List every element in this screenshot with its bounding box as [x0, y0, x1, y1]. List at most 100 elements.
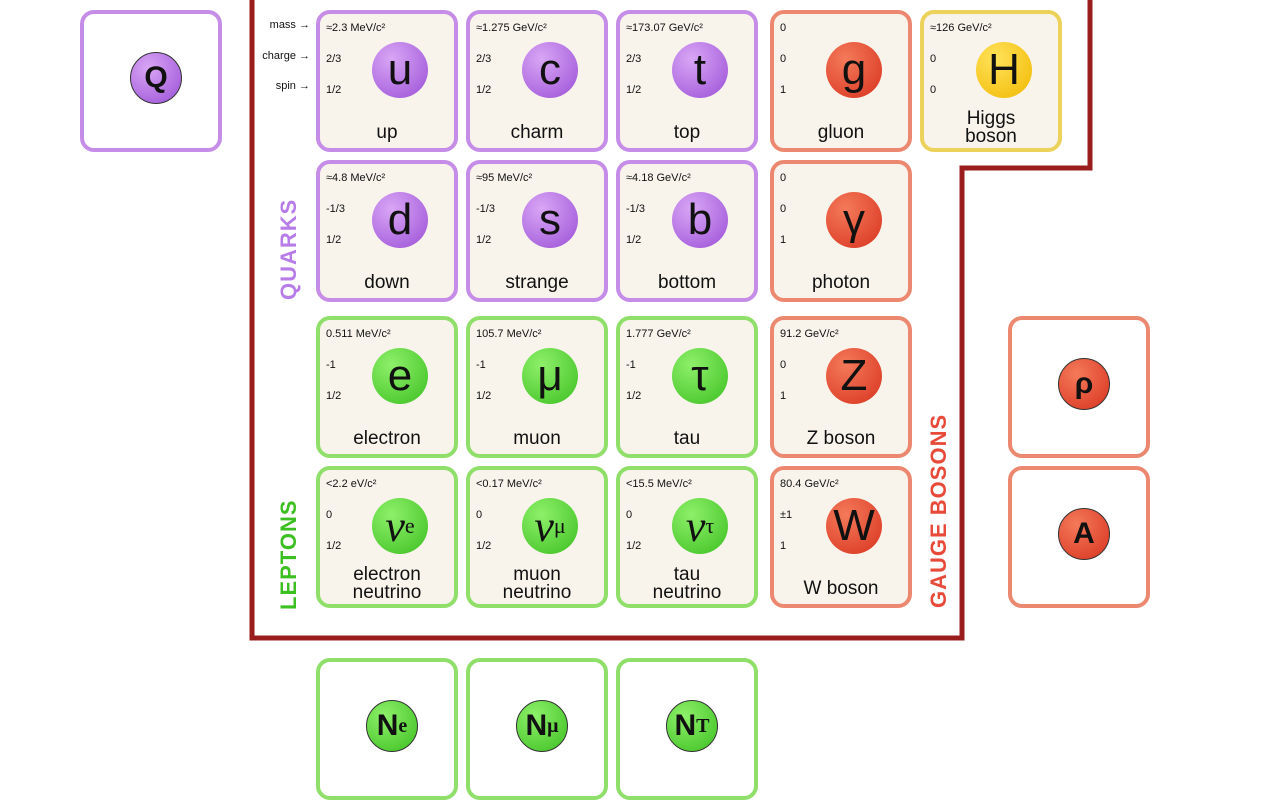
particle-name: W boson [803, 578, 879, 599]
mass-value: ≈173.07 GeV/c² [626, 22, 703, 34]
particle-symbol: A [1058, 508, 1110, 560]
particle-name: tau neutrino [652, 564, 722, 603]
particle-symbol: H [976, 42, 1032, 98]
mass-value: <2.2 eV/c² [326, 478, 377, 490]
symbol-text: N [376, 709, 399, 742]
mass-value: 0.511 MeV/c² [326, 328, 391, 340]
charge-value: 0 [930, 53, 937, 65]
symbol-text: ν [534, 501, 554, 551]
particle-card-top[interactable]: ≈173.07 GeV/c² 2/3 1/2 t top [616, 10, 758, 152]
extra-card-A[interactable]: A [1008, 466, 1150, 608]
spin-value: 1/2 [476, 390, 492, 402]
particle-name: up [376, 122, 398, 143]
spin-value: 1/2 [326, 84, 342, 96]
spin-value: 0 [930, 84, 937, 96]
particle-symbol: c [522, 42, 578, 98]
particle-name: muon neutrino [502, 564, 572, 603]
mass-value: <0.17 MeV/c² [476, 478, 542, 490]
mass-value: ≈2.3 MeV/c² [326, 22, 386, 34]
symbol-text: μ [537, 351, 563, 400]
symbol-text: ρ [1074, 367, 1094, 400]
charge-value: 2/3 [476, 53, 492, 65]
symbol-text: u [387, 45, 413, 94]
particle-symbol: g [826, 42, 882, 98]
symbol-subscript: T [696, 714, 710, 737]
particle-symbol: s [522, 192, 578, 248]
particle-symbol: e [372, 348, 428, 404]
mass-value: 0 [780, 172, 787, 184]
mass-value: 1.777 GeV/c² [626, 328, 691, 340]
mass-value: 105.7 MeV/c² [476, 328, 542, 340]
particle-symbol: u [372, 42, 428, 98]
spin-value: 1 [780, 234, 787, 246]
spin-value: 1/2 [626, 234, 642, 246]
spin-value: 1/2 [476, 234, 492, 246]
charge-value: -1 [626, 359, 636, 371]
charge-value: 0 [626, 509, 633, 521]
charge-value: -1 [326, 359, 336, 371]
particle-card-Higgs-boson[interactable]: ≈126 GeV/c² 0 0 H Higgs boson [920, 10, 1062, 152]
spin-value: 1/2 [476, 84, 492, 96]
particle-name: muon [513, 428, 561, 449]
leptons-label: LEPTONS [276, 499, 301, 610]
particle-name: tau [673, 428, 701, 449]
mass-value: ≈1.275 GeV/c² [476, 22, 547, 34]
mass-value: 91.2 GeV/c² [780, 328, 839, 340]
particle-symbol: Q [130, 52, 182, 104]
extra-card-Q[interactable]: Q [80, 10, 222, 152]
symbol-text: τ [691, 351, 709, 400]
spin-row-label: spin → [275, 80, 310, 92]
particle-symbol: t [672, 42, 728, 98]
mass-value: ≈126 GeV/c² [930, 22, 992, 34]
particle-symbol: μ [522, 348, 578, 404]
mass-value: ≈4.8 MeV/c² [326, 172, 386, 184]
spin-value: 1/2 [326, 390, 342, 402]
spin-value: 1/2 [626, 84, 642, 96]
quarks-label: QUARKS [276, 198, 301, 300]
particle-symbol: b [672, 192, 728, 248]
gauge-bosons-label: GAUGE BOSONS [926, 413, 951, 608]
symbol-text: N [525, 709, 548, 742]
particle-name: electron neutrino [352, 564, 422, 603]
mass-value: 80.4 GeV/c² [780, 478, 839, 490]
particle-name: top [673, 122, 701, 143]
charge-value: 2/3 [626, 53, 642, 65]
spin-value: 1 [780, 84, 787, 96]
symbol-text: ν [385, 501, 405, 551]
particle-card-tau[interactable]: 1.777 GeV/c² -1 1/2 τ tau [616, 316, 758, 458]
particle-card-muon[interactable]: 105.7 MeV/c² -1 1/2 μ muon [466, 316, 608, 458]
particle-name: Higgs boson [965, 108, 1017, 147]
symbol-text: A [1073, 517, 1095, 550]
mass-value: 0 [780, 22, 787, 34]
spin-value: 1/2 [326, 540, 342, 552]
spin-value: 1/2 [626, 390, 642, 402]
symbol-text: s [539, 195, 561, 244]
symbol-subscript: e [404, 513, 415, 538]
mass-value: <15.5 MeV/c² [626, 478, 692, 490]
charge-value: -1 [476, 359, 486, 371]
extra-card-ρ[interactable]: ρ [1008, 316, 1150, 458]
symbol-text: H [988, 45, 1020, 94]
particle-symbol: τ [672, 348, 728, 404]
spin-value: 1 [780, 540, 787, 552]
